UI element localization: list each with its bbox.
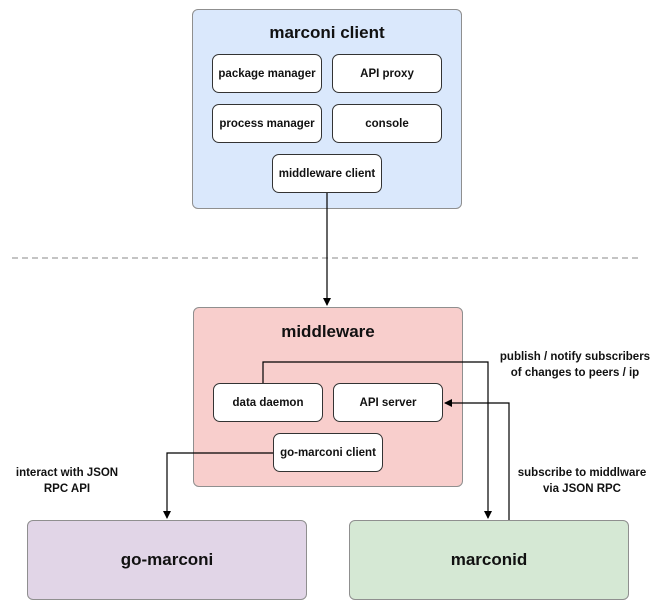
interact-label-line-2: RPC API	[43, 483, 91, 495]
subscribe-edge-label: subscribe to middlware via JSON RPC	[512, 465, 652, 497]
package-manager-node[interactable]: package manager	[212, 54, 322, 93]
marconid-node[interactable]: marconid	[349, 520, 629, 600]
subscribe-label-line-2: via JSON RPC	[543, 483, 621, 495]
publish-label-line-2: of changes to peers / ip	[510, 367, 640, 379]
publish-label-line-1: publish / notify subscribers	[499, 351, 651, 363]
process-manager-node[interactable]: process manager	[212, 104, 322, 143]
middleware-client-node[interactable]: middleware client	[272, 154, 382, 193]
interact-label-line-1: interact with JSON	[15, 467, 119, 479]
publish-edge-label: publish / notify subscribers of changes …	[496, 349, 654, 381]
console-node[interactable]: console	[332, 104, 442, 143]
interact-edge-label: interact with JSON RPC API	[8, 465, 126, 497]
marconi-client-title: marconi client	[269, 23, 385, 42]
go-marconi-client-node[interactable]: go-marconi client	[273, 433, 383, 472]
edge-go-marconi-client-to-go-marconi	[163, 452, 273, 519]
go-marconi-node[interactable]: go-marconi	[27, 520, 307, 600]
edge-marconid-to-api-server	[444, 399, 510, 520]
api-server-node[interactable]: API server	[333, 383, 443, 422]
middleware-title: middleware	[281, 322, 375, 341]
api-proxy-node[interactable]: API proxy	[332, 54, 442, 93]
subscribe-label-line-1: subscribe to middlware	[517, 467, 647, 479]
edge-data-daemon-to-marconid	[262, 361, 492, 519]
data-daemon-node[interactable]: data daemon	[213, 383, 323, 422]
